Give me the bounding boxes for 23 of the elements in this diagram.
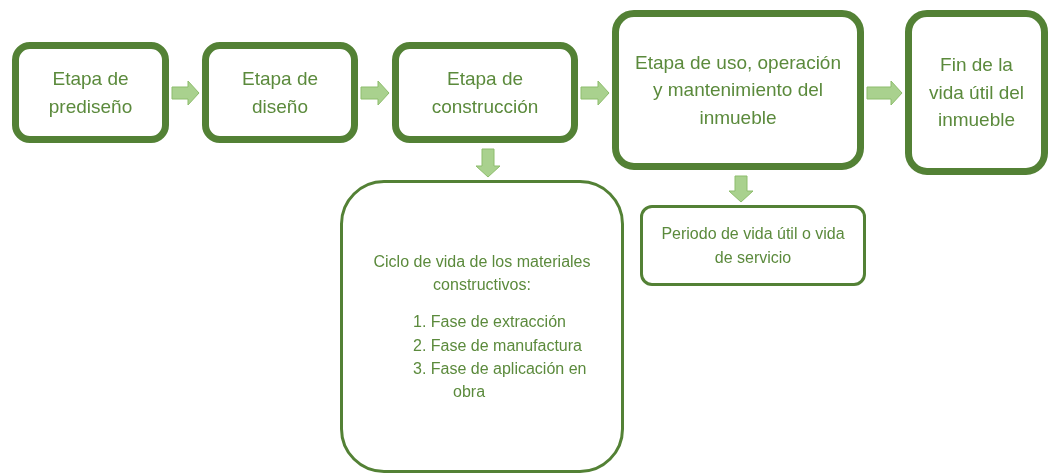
stage-text: Etapa de diseño <box>240 66 320 119</box>
block-arrow <box>475 148 501 178</box>
stage-box <box>905 10 1048 175</box>
stage-box <box>340 180 624 473</box>
stage-box <box>640 205 866 286</box>
stage-box <box>12 42 169 143</box>
block-arrow <box>728 175 754 203</box>
block-arrow <box>171 80 200 106</box>
stage-box <box>392 42 578 143</box>
stage-text: Periodo de vida útil o vida de servicio <box>660 224 846 268</box>
list-item: 2. Fase de manufactura <box>413 335 582 356</box>
stage-text: Etapa de construcción <box>430 66 540 119</box>
stage-box <box>612 10 864 170</box>
block-arrow <box>866 80 903 106</box>
stage-text: Ciclo de vida de los materiales constructivos: <box>372 251 592 296</box>
stage-text: Fin de la vida útil del inmueble <box>927 53 1026 133</box>
stage-text: Etapa de uso, operación y mantenimiento del inmueble <box>634 50 842 130</box>
block-arrow <box>360 80 390 106</box>
stage-text: Etapa de prediseño <box>47 66 134 119</box>
list-item: 3. Fase de aplicación en obra <box>413 358 588 402</box>
stage-box <box>202 42 358 143</box>
block-arrow <box>580 80 610 106</box>
list-item: 1. Fase de extracción <box>413 312 566 333</box>
